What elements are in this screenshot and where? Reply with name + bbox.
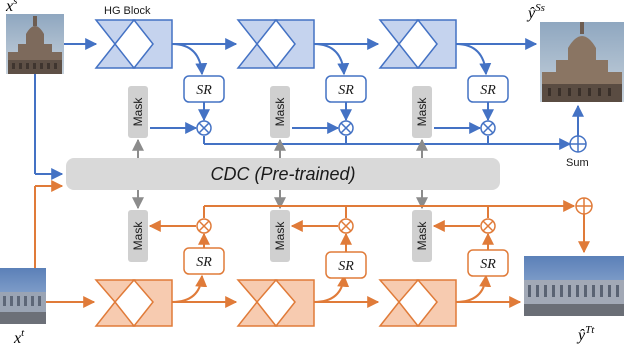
multiply-source <box>196 120 496 136</box>
circle-times-icon <box>480 218 496 234</box>
target-image <box>0 268 46 324</box>
mask-label: Mask <box>131 97 145 127</box>
mask-box <box>270 86 290 138</box>
sr-label: SR <box>480 83 496 98</box>
mask-box <box>128 210 148 262</box>
sr-label: SR <box>196 83 212 98</box>
mask-boxes-top <box>128 86 432 138</box>
multiply-target <box>196 218 496 234</box>
sr-label: SR <box>338 259 354 274</box>
output-image-tt <box>524 256 624 316</box>
circle-times-icon <box>196 120 212 136</box>
mask-box <box>412 210 432 262</box>
hg-block-target-2 <box>236 279 278 327</box>
mask-boxes-bottom <box>128 210 432 262</box>
sr-label: SR <box>480 257 496 272</box>
cdc-bar <box>66 158 500 190</box>
mask-box <box>128 86 148 138</box>
sr-label: SR <box>338 83 354 98</box>
circle-times-icon <box>338 120 354 136</box>
source-branch <box>34 19 584 180</box>
y-tt-label: ŷTt <box>576 324 595 344</box>
x-source-label: xs <box>5 0 17 15</box>
circle-plus-icon <box>569 135 587 153</box>
output-image-ss <box>540 22 624 102</box>
mask-box <box>270 210 290 262</box>
mask-label: Mask <box>415 221 429 251</box>
hg-block-source-2 <box>236 19 278 69</box>
mask-label: Mask <box>415 97 429 127</box>
target-branch <box>34 180 590 327</box>
sum-label: Sum <box>566 157 589 169</box>
mask-box <box>412 86 432 138</box>
hg-block-target-3 <box>378 279 420 327</box>
circle-times-icon <box>480 120 496 136</box>
hg-block-target-1 <box>94 279 136 327</box>
hg-block-source-3 <box>378 19 420 69</box>
source-image <box>6 14 64 74</box>
cdc-label: CDC (Pre-trained) <box>210 164 355 184</box>
mask-label: Mask <box>273 221 287 251</box>
circle-times-icon <box>196 218 212 234</box>
x-target-label: xt <box>13 327 25 347</box>
sr-label: SR <box>196 255 212 270</box>
circle-times-icon <box>338 218 354 234</box>
circle-plus-icon <box>575 197 593 215</box>
hg-block-label: HG Block <box>104 5 151 17</box>
y-ss-label: ŷSs <box>526 2 545 22</box>
mask-label: Mask <box>131 221 145 251</box>
mask-label: Mask <box>273 97 287 127</box>
